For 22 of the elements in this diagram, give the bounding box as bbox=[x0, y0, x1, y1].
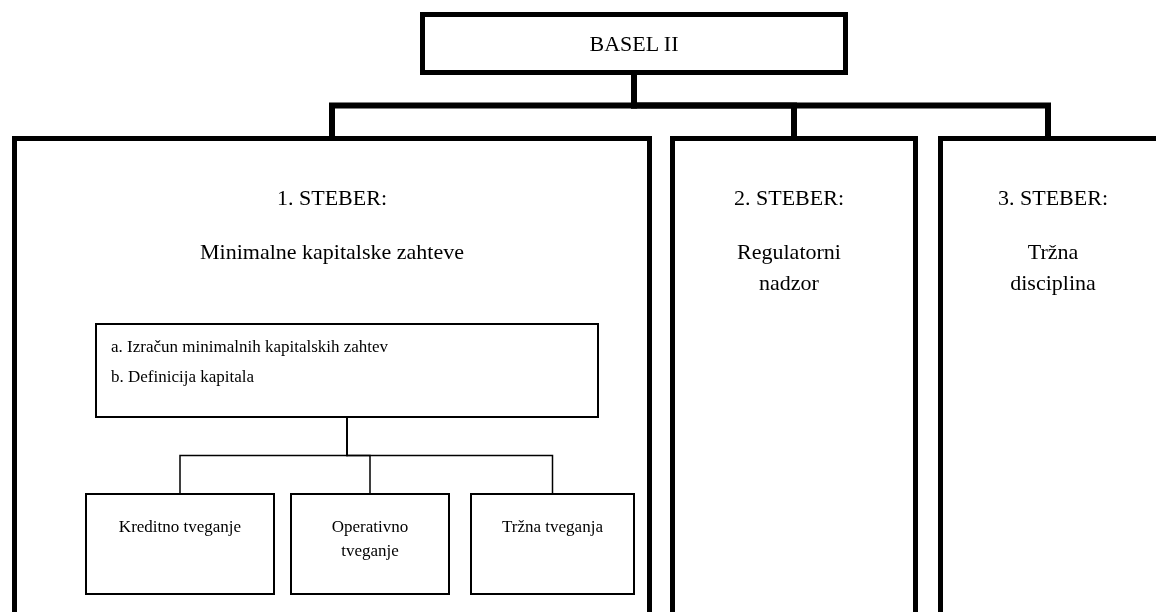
connector-line bbox=[631, 75, 1051, 136]
box-label: Tržna tveganja bbox=[501, 516, 604, 538]
pillar-box bbox=[670, 136, 918, 612]
box-label: Regulatorni nadzor bbox=[736, 238, 842, 297]
pillar-heading: 1. STEBER: bbox=[276, 184, 388, 212]
pillar-box bbox=[12, 136, 652, 612]
box-label: Kreditno tveganje bbox=[117, 516, 243, 538]
process-box bbox=[85, 493, 275, 595]
list-item: a. Izračun minimalnih kapitalskih zahtev bbox=[110, 336, 390, 358]
pillar-box bbox=[938, 136, 1156, 612]
list-item: b. Definicija kapitala bbox=[110, 366, 256, 388]
box-label: Tržna disciplina bbox=[1009, 238, 1097, 297]
box-label: Operativno tveganje bbox=[330, 516, 410, 562]
pillar-heading: 3. STEBER: bbox=[997, 184, 1109, 212]
pillar-heading: 2. STEBER: bbox=[733, 184, 845, 212]
connector-line bbox=[346, 417, 554, 494]
box-label: Minimalne kapitalske zahteve bbox=[199, 238, 465, 266]
process-box bbox=[290, 493, 450, 595]
box-label: BASEL II bbox=[588, 30, 680, 58]
process-box bbox=[95, 323, 599, 418]
process-box bbox=[470, 493, 635, 595]
pillar-box bbox=[420, 12, 848, 75]
